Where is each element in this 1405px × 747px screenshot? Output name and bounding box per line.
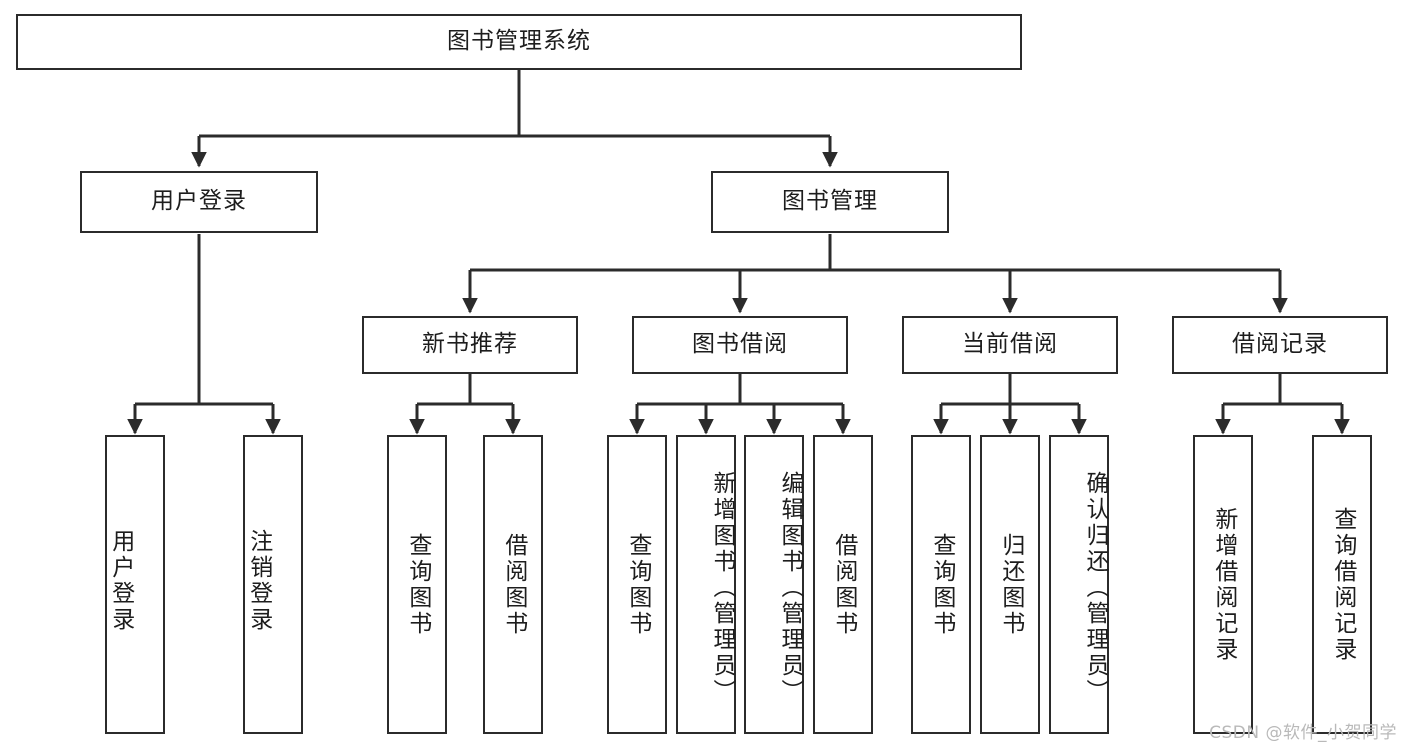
node-label: 新增借阅记录 (1210, 506, 1237, 663)
node-label: 借阅图书 (500, 532, 527, 637)
leaf-book-borrow-add-admin[interactable]: 新增图书（管理员） (676, 435, 736, 734)
node-new-book-recommend[interactable]: 新书推荐 (362, 316, 578, 374)
leaf-book-borrow-query[interactable]: 查询图书 (607, 435, 667, 734)
node-label: 新书推荐 (422, 331, 518, 358)
node-label: 图书借阅 (692, 331, 788, 358)
node-current-borrow[interactable]: 当前借阅 (902, 316, 1118, 374)
node-label: 查询图书 (404, 532, 431, 637)
node-label: 新增图书（管理员） (709, 470, 735, 705)
node-label: 确认归还（管理员） (1082, 470, 1108, 705)
node-label: 注销登录 (245, 528, 272, 633)
leaf-user-login-login[interactable]: 用户登录 (105, 435, 165, 734)
node-label: 查询图书 (624, 532, 651, 637)
leaf-borrow-record-query[interactable]: 查询借阅记录 (1312, 435, 1372, 734)
leaf-current-borrow-confirm-return-admin[interactable]: 确认归还（管理员） (1049, 435, 1109, 734)
leaf-current-borrow-query[interactable]: 查询图书 (911, 435, 971, 734)
node-borrow-record[interactable]: 借阅记录 (1172, 316, 1388, 374)
leaf-user-login-logout[interactable]: 注销登录 (243, 435, 303, 734)
node-user-login[interactable]: 用户登录 (80, 171, 318, 233)
leaf-new-book-query[interactable]: 查询图书 (387, 435, 447, 734)
leaf-current-borrow-return[interactable]: 归还图书 (980, 435, 1040, 734)
csdn-watermark: CSDN @软件_小贺同学 (1209, 723, 1397, 743)
node-label: 借阅图书 (830, 532, 857, 637)
node-label: 查询借阅记录 (1329, 506, 1356, 663)
node-label: 查询图书 (928, 532, 955, 637)
node-book-borrow[interactable]: 图书借阅 (632, 316, 848, 374)
node-label: 借阅记录 (1232, 331, 1328, 358)
node-label: 用户登录 (151, 188, 247, 215)
leaf-book-borrow-edit-admin[interactable]: 编辑图书（管理员） (744, 435, 804, 734)
node-label: 当前借阅 (962, 331, 1058, 358)
leaf-borrow-record-add[interactable]: 新增借阅记录 (1193, 435, 1253, 734)
node-label: 图书管理系统 (447, 28, 591, 55)
node-label: 用户登录 (107, 528, 134, 633)
node-root-book-management-system[interactable]: 图书管理系统 (16, 14, 1022, 70)
node-label: 归还图书 (997, 532, 1024, 637)
leaf-new-book-borrow[interactable]: 借阅图书 (483, 435, 543, 734)
node-label: 编辑图书（管理员） (777, 470, 803, 705)
node-label: 图书管理 (782, 188, 878, 215)
leaf-book-borrow-borrow[interactable]: 借阅图书 (813, 435, 873, 734)
node-book-management[interactable]: 图书管理 (711, 171, 949, 233)
